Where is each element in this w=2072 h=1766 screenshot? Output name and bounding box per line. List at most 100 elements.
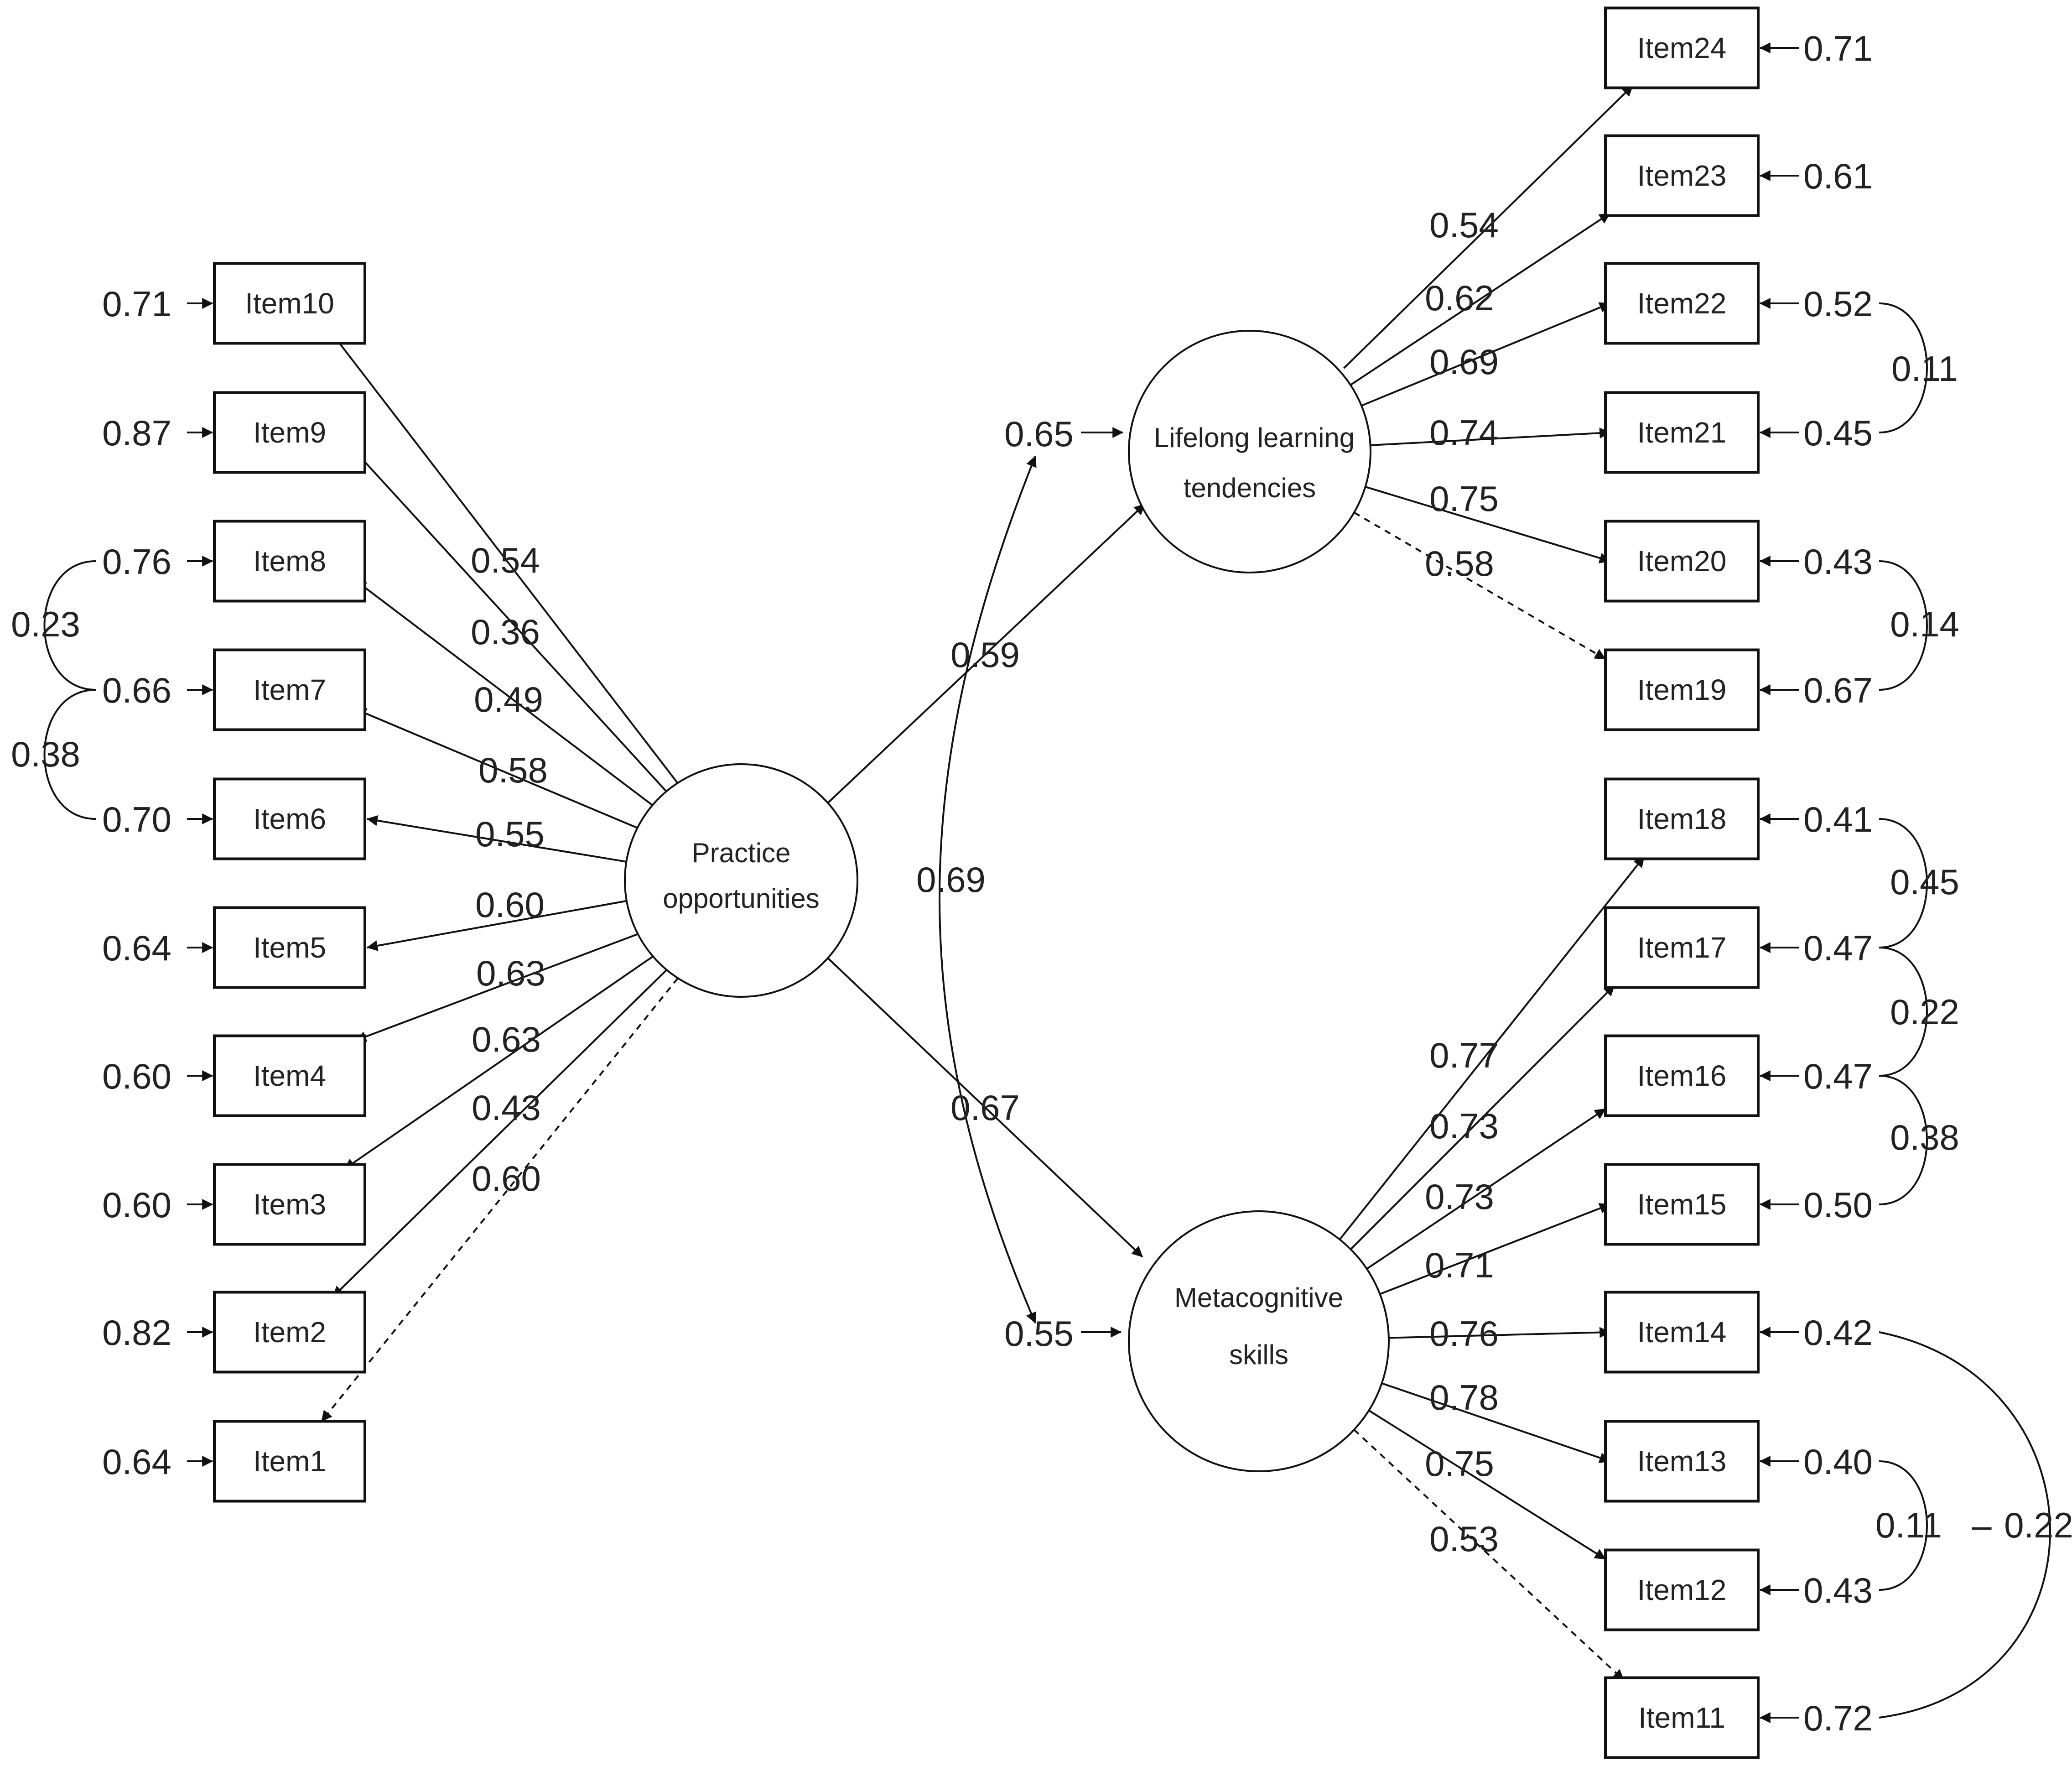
loading-label-item19: 0.58 (1425, 543, 1494, 583)
error-label-item20: 0.43 (1803, 542, 1873, 582)
error-covariance-label-item20-item19: 0.14 (1890, 604, 1959, 644)
structural-label-practice-to-meta: 0.67 (950, 1088, 1020, 1128)
loading-arrow-item11 (1353, 1429, 1625, 1681)
loading-label-item7: 0.58 (478, 750, 548, 790)
latent-lifelong-learning-tendencies: Lifelong learning tendencies (1128, 330, 1371, 573)
item-box-item17: Item17 (1604, 906, 1760, 989)
error-covariance-curve-item13-item12 (1879, 1460, 1928, 1591)
loading-arrow-item24 (1343, 85, 1634, 369)
latent-practice-opportunities: Practice opportunities (624, 763, 858, 998)
loading-arrow-item19 (1353, 511, 1606, 660)
error-covariance-label-item8-item7: 0.23 (11, 604, 80, 644)
loading-arrow-item5 (366, 900, 627, 951)
error-label-item17: 0.47 (1803, 928, 1873, 968)
error-label-item24: 0.71 (1803, 28, 1873, 68)
loading-label-item5: 0.60 (475, 885, 545, 925)
structural-arrow-practice-to-lifelong (827, 503, 1146, 804)
latent-metacognitive-skills: Metacognitive skills (1128, 1210, 1390, 1472)
latent-lifelong-line1: Lifelong learning (1154, 422, 1355, 453)
loading-label-item20: 0.75 (1429, 479, 1499, 519)
item-box-item23: Item23 (1604, 134, 1760, 217)
item-label: Item5 (253, 931, 326, 964)
latent-practice-line1: Practice (692, 838, 791, 868)
loading-label-item16: 0.73 (1425, 1177, 1494, 1217)
loading-arrow-item3 (343, 955, 654, 1170)
latent-meta-line1: Metacognitive (1174, 1282, 1343, 1313)
error-covariance-curve-item14-item11 (1879, 1331, 2051, 1719)
covariance-layer (43, 302, 2051, 1719)
error-covariance-label-item18-item17: 0.45 (1890, 862, 1959, 902)
error-label-item11: 0.72 (1803, 1698, 1873, 1738)
item-box-item10: Item10 (213, 262, 366, 345)
error-covariance-curve-item22-item21 (1879, 302, 1928, 433)
item-box-item14: Item14 (1604, 1291, 1760, 1374)
error-label-item23: 0.61 (1803, 156, 1873, 196)
loading-arrow-item17 (1350, 985, 1615, 1250)
item-label: Item22 (1637, 287, 1727, 320)
loading-label-item24: 0.54 (1429, 205, 1499, 245)
loading-label-item1: 0.60 (472, 1158, 541, 1198)
error-label-item4: 0.60 (102, 1056, 171, 1096)
item-box-item13: Item13 (1604, 1420, 1760, 1503)
item-label: Item12 (1637, 1573, 1727, 1606)
item-label: Item19 (1637, 673, 1727, 706)
loading-label-item21: 0.74 (1429, 412, 1499, 453)
item-label: Item21 (1637, 416, 1727, 449)
error-covariance-curve-item18-item17 (1879, 818, 1928, 948)
item-label: Item15 (1637, 1188, 1727, 1221)
loading-label-item4: 0.63 (476, 953, 545, 993)
loading-arrow-item22 (1361, 302, 1611, 407)
loading-label-item23: 0.62 (1425, 278, 1494, 318)
path-layer (187, 42, 1799, 1723)
loading-arrow-item15 (1379, 1203, 1611, 1295)
loading-label-item15: 0.71 (1425, 1245, 1494, 1285)
loading-arrow-item13 (1381, 1382, 1611, 1463)
item-label: Item4 (253, 1059, 326, 1092)
latent-practice-line2: opportunities (663, 883, 820, 914)
error-covariance-label-item7-item6: 0.38 (11, 734, 80, 774)
item-box-item22: Item22 (1604, 262, 1760, 345)
item-label: Item7 (253, 673, 326, 706)
item-box-item21: Item21 (1604, 391, 1760, 474)
loading-arrow-item10 (323, 322, 679, 784)
item-label: Item6 (253, 802, 326, 835)
error-label-item16: 0.47 (1803, 1056, 1873, 1096)
item-box-item7: Item7 (213, 648, 366, 731)
loading-arrow-item16 (1366, 1108, 1606, 1270)
error-label-item2: 0.82 (102, 1313, 171, 1353)
item-box-item3: Item3 (213, 1163, 366, 1246)
item-box-item12: Item12 (1604, 1548, 1760, 1631)
error-label-item3: 0.60 (102, 1185, 171, 1225)
error-label-item13: 0.40 (1803, 1442, 1873, 1482)
item-label: Item2 (253, 1316, 326, 1349)
error-covariance-label-item22-item21: 0.11 (1891, 349, 1958, 389)
structural-arrow-practice-to-meta (827, 957, 1143, 1258)
error-label-item15: 0.50 (1803, 1185, 1873, 1225)
item-layer: Item10Item9Item8Item7Item6Item5Item4Item… (213, 6, 1760, 1759)
error-covariance-label-item17-item16: 0.22 (1890, 992, 1959, 1032)
loading-label-item10: 0.54 (471, 540, 540, 580)
loading-label-item9: 0.36 (471, 612, 540, 652)
error-label-item10: 0.71 (102, 284, 171, 324)
item-label: Item10 (245, 287, 334, 320)
item-box-item2: Item2 (213, 1291, 366, 1374)
error-label-item12: 0.43 (1803, 1570, 1873, 1610)
latent-meta-line2: skills (1229, 1339, 1288, 1370)
loading-label-item8: 0.49 (474, 679, 543, 719)
loading-arrow-item6 (366, 815, 627, 863)
loading-label-item22: 0.69 (1429, 342, 1499, 382)
item-label: Item1 (253, 1445, 326, 1478)
error-covariance-curve-item17-item16 (1879, 947, 1928, 1077)
item-label: Item17 (1637, 931, 1727, 964)
item-label: Item18 (1637, 802, 1727, 835)
loading-arrow-item8 (355, 580, 653, 806)
item-box-item20: Item20 (1604, 520, 1760, 603)
error-covariance-curve-item7-item6 (43, 689, 96, 820)
loading-label-item6: 0.55 (475, 814, 545, 854)
error-label-item5: 0.64 (102, 928, 171, 968)
loading-arrow-item23 (1350, 212, 1611, 386)
error-label-item8: 0.76 (102, 542, 171, 582)
item-box-item6: Item6 (213, 777, 366, 860)
covariance-label-lifelong-meta: 0.69 (916, 860, 986, 900)
